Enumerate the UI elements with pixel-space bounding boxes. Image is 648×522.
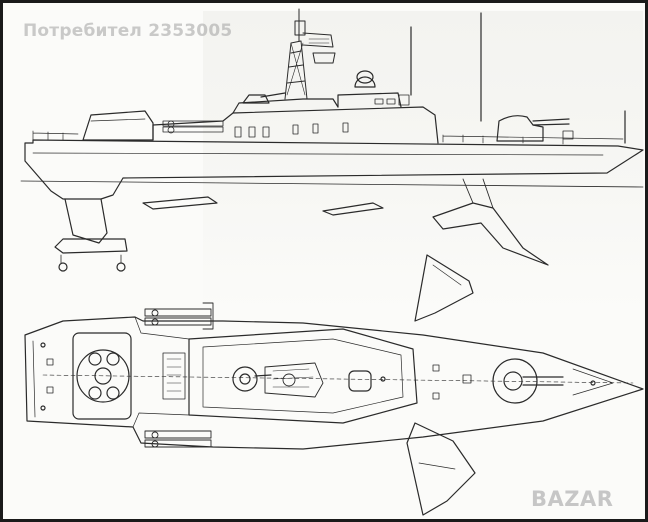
watermark-text: Потребител 2353005 [23, 21, 233, 41]
paper-shading [203, 11, 643, 311]
forward-foil [432, 202, 549, 266]
mid-foil [142, 196, 218, 210]
plan-launcher-upper [144, 302, 214, 330]
plan-aft-mount [72, 332, 132, 420]
plan-gun-turret-forward [492, 358, 564, 404]
side-profile-view [20, 8, 644, 272]
missile-launcher-side [162, 120, 224, 134]
plan-deckhouse [162, 328, 418, 424]
plan-mast [264, 362, 324, 398]
gun-turret-aft [242, 94, 270, 104]
plan-hull [24, 316, 644, 450]
plan-foil-upper [414, 254, 474, 322]
plan-launcher-lower [144, 430, 212, 448]
plan-radar-dome [348, 370, 372, 392]
plan-foil-lower [406, 422, 476, 516]
bridge-block [82, 110, 154, 141]
bazar-logo: BAZAR [531, 483, 641, 517]
hull-side [24, 139, 644, 200]
plan-view [24, 254, 644, 516]
logo-text: BAZAR [531, 487, 614, 511]
aft-foil-strut [64, 198, 108, 244]
gun-turret-forward [496, 115, 570, 142]
ship-drawing [20, 8, 644, 516]
radar-mast [284, 8, 336, 100]
radar-dome [354, 70, 376, 88]
plan-gun-turret-mid [232, 366, 272, 392]
